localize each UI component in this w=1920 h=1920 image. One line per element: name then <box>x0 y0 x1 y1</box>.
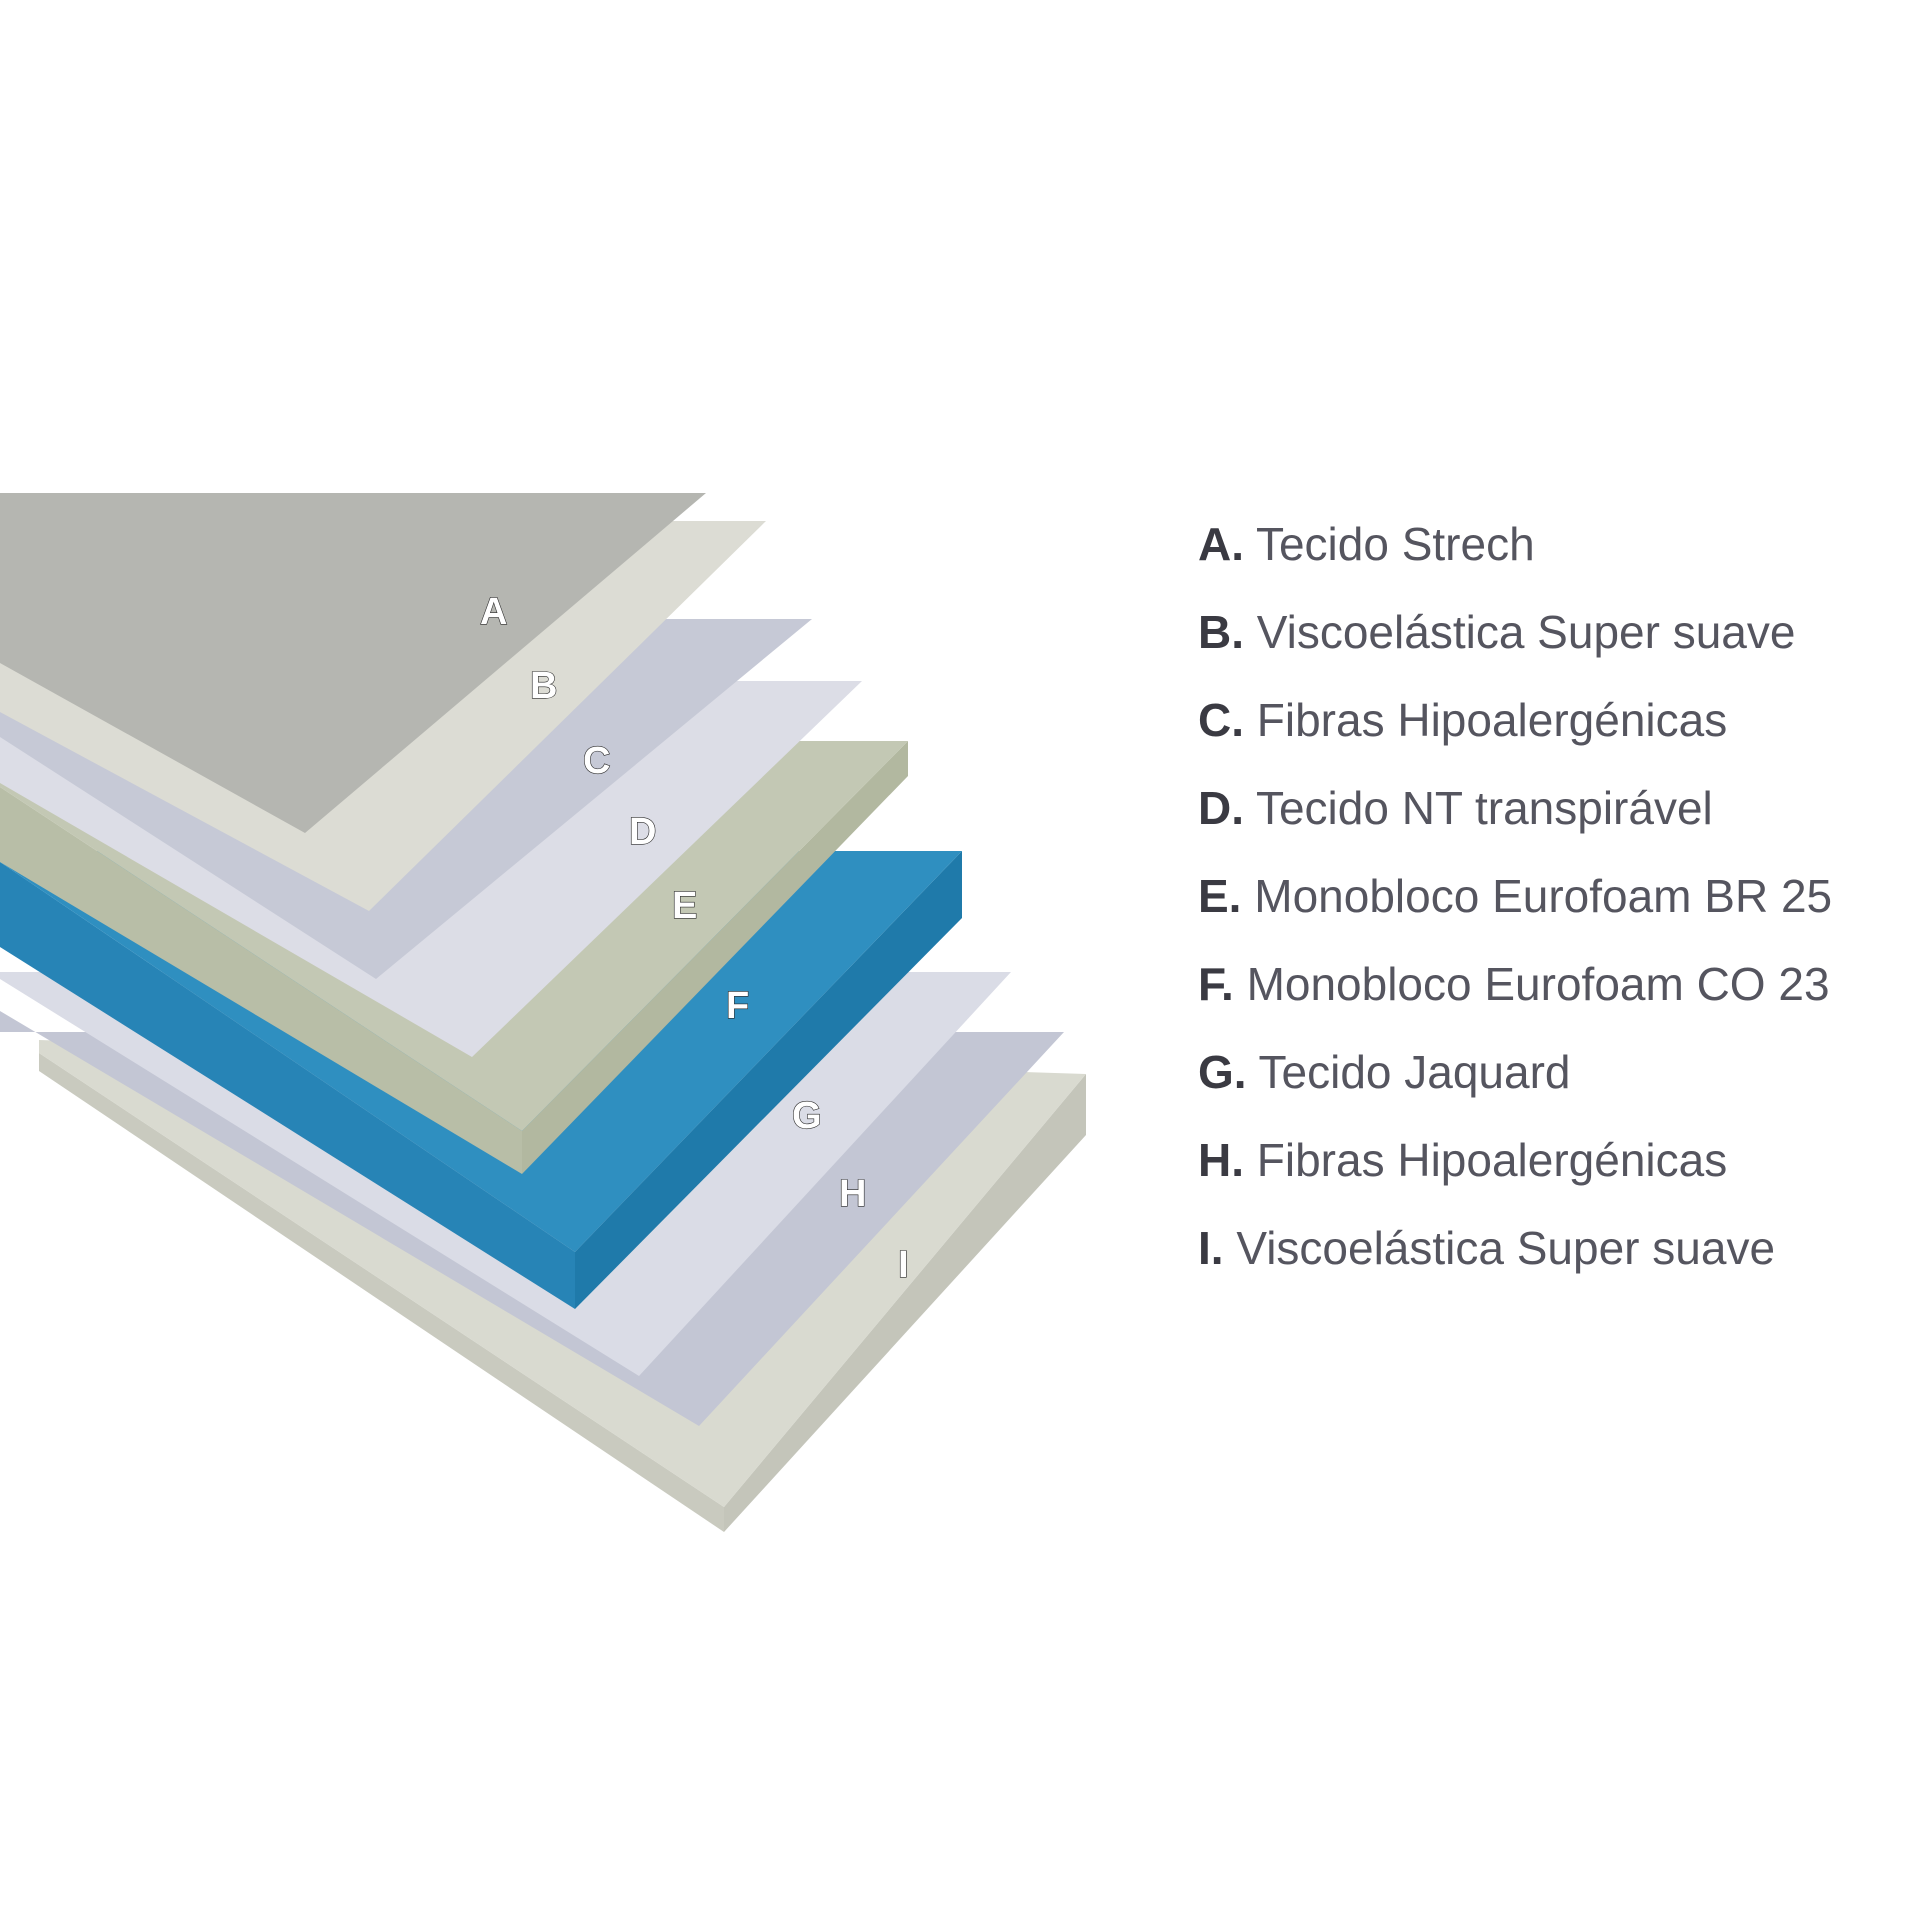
legend-item: B. Viscoelástica Super suave <box>1198 600 1832 688</box>
legend-label: Viscoelástica Super suave <box>1256 606 1796 658</box>
legend-label: Tecido Jaquard <box>1258 1046 1571 1098</box>
legend-key: G. <box>1198 1046 1247 1098</box>
legend-key: B. <box>1198 606 1244 658</box>
legend-item: H. Fibras Hipoalergénicas <box>1198 1128 1832 1216</box>
legend-key: C. <box>1198 694 1244 746</box>
legend-label: Fibras Hipoalergénicas <box>1256 694 1728 746</box>
layer-label-d: D <box>629 811 656 853</box>
legend-item: G. Tecido Jaquard <box>1198 1040 1832 1128</box>
legend-label: Tecido Strech <box>1255 518 1535 570</box>
legend-label: Monobloco Eurofoam CO 23 <box>1246 958 1830 1010</box>
layer-label-i: I <box>898 1244 909 1286</box>
legend-key: F. <box>1198 958 1234 1010</box>
legend-key: I. <box>1198 1222 1224 1274</box>
layer-label-a: A <box>480 591 507 633</box>
legend-item: A. Tecido Strech <box>1198 512 1832 600</box>
layer-label-g: G <box>792 1095 822 1137</box>
layer-e-front <box>0 787 522 1174</box>
legend-label: Tecido NT transpirável <box>1255 782 1713 834</box>
legend-label: Monobloco Eurofoam BR 25 <box>1254 870 1833 922</box>
layer-label-f: F <box>726 985 749 1027</box>
layer-f-side <box>575 851 962 1309</box>
legend-item: D. Tecido NT transpirável <box>1198 776 1832 864</box>
layer-a <box>0 493 706 833</box>
legend-label: Fibras Hipoalergénicas <box>1256 1134 1728 1186</box>
legend-item: E. Monobloco Eurofoam BR 25 <box>1198 864 1832 952</box>
legend-key: A. <box>1198 518 1244 570</box>
legend-key: E. <box>1198 870 1242 922</box>
legend-key: D. <box>1198 782 1244 834</box>
layer-label-h: H <box>839 1173 866 1215</box>
legend-item: I. Viscoelástica Super suave <box>1198 1216 1832 1304</box>
legend-item: F. Monobloco Eurofoam CO 23 <box>1198 952 1832 1040</box>
layer-legend: A. Tecido Strech B. Viscoelástica Super … <box>1198 512 1832 1304</box>
legend-item: C. Fibras Hipoalergénicas <box>1198 688 1832 776</box>
legend-label: Viscoelástica Super suave <box>1236 1222 1776 1274</box>
legend-key: H. <box>1198 1134 1244 1186</box>
layer-i-side <box>724 1074 1086 1532</box>
layer-label-c: C <box>583 740 610 782</box>
layer-label-e: E <box>672 885 697 927</box>
layer-f-front <box>0 862 575 1309</box>
layer-label-b: B <box>530 665 557 707</box>
layer-i-front <box>39 1053 724 1532</box>
layer-e-side <box>522 741 908 1174</box>
